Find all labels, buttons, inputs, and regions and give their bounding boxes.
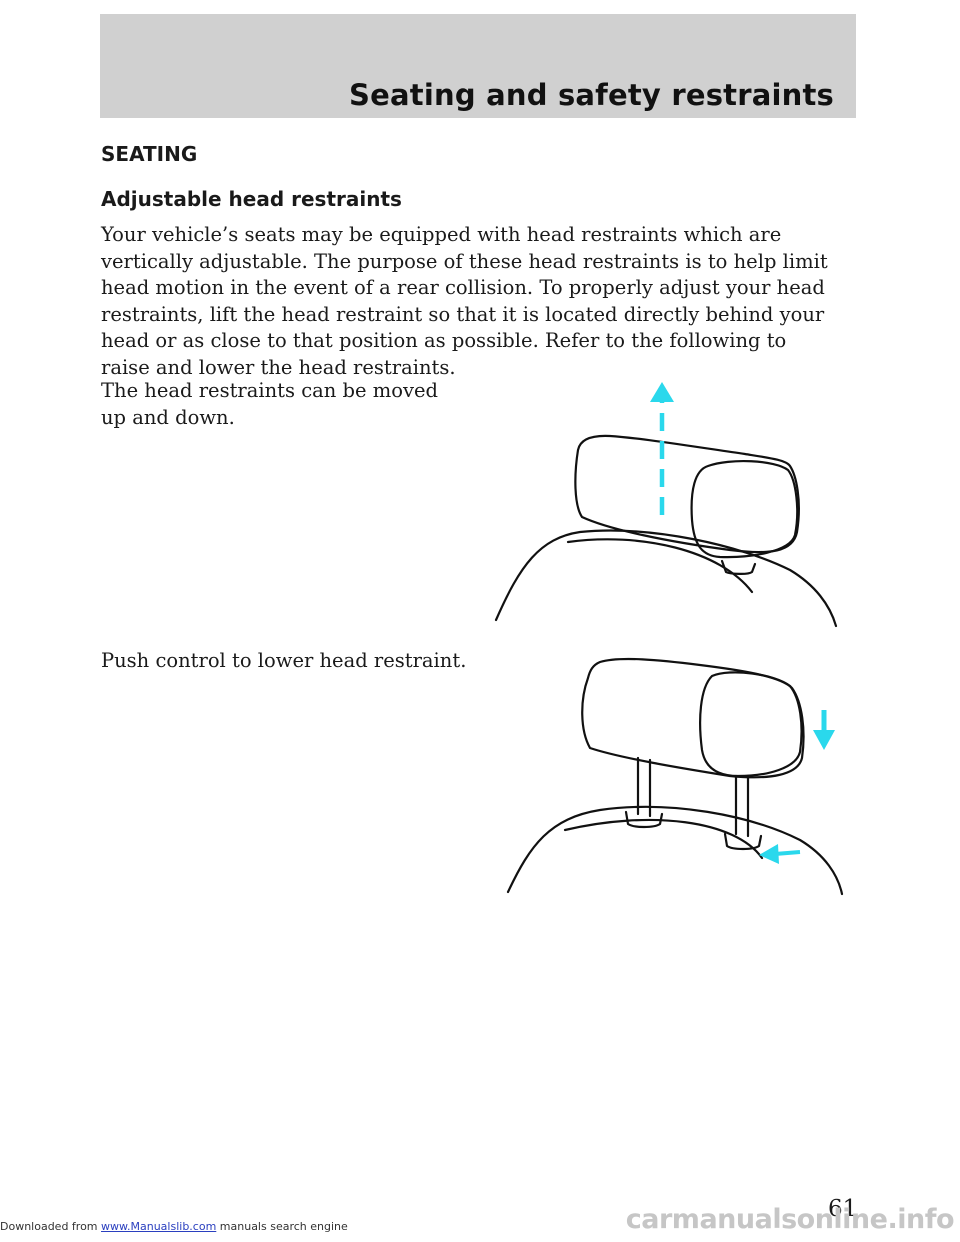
caption-line: The head restraints can be moved	[101, 379, 438, 402]
headrest-side-panel	[699, 671, 803, 778]
footer-suffix: manuals search engine	[216, 1220, 348, 1233]
download-footer: Downloaded from www.Manualslib.com manua…	[0, 1220, 348, 1233]
paragraph-line: raise and lower the head restraints.	[101, 355, 456, 379]
paragraph-line: Your vehicle’s seats may be equipped wit…	[101, 223, 782, 246]
adjust-button	[720, 559, 757, 575]
seat-back-outline	[494, 529, 838, 628]
post-bezel-left	[624, 810, 664, 829]
footer-prefix: Downloaded from	[0, 1220, 98, 1233]
headrest-post-right	[734, 774, 750, 838]
headrest-outer	[574, 434, 800, 554]
headrest-side-panel	[690, 459, 799, 559]
down-arrow	[813, 710, 835, 750]
headrest-outer	[581, 657, 805, 779]
header-banner: Seating and safety restraints	[100, 14, 856, 118]
head-restraint-raise-illustration	[494, 382, 838, 628]
caption-line: up and down.	[101, 405, 235, 429]
page-number: 61	[828, 1196, 858, 1222]
post-bezel-right	[723, 832, 763, 851]
body-paragraph: Your vehicle’s seats may be equipped wit…	[101, 222, 861, 381]
paragraph-line: head or as close to that position as pos…	[101, 329, 787, 352]
figure-2-caption: Push control to lower head restraint.	[101, 649, 467, 672]
seat-back-seam	[563, 818, 764, 860]
paragraph-line: head motion in the event of a rear colli…	[101, 276, 825, 299]
up-arrow	[650, 382, 674, 515]
figure-1-caption: The head restraints can be moved up and …	[101, 378, 438, 431]
paragraph-line: vertically adjustable. The purpose of th…	[101, 249, 828, 273]
control-pointer-arrow	[759, 844, 801, 864]
page-title: Seating and safety restraints	[349, 78, 834, 112]
watermark: carmanualsonline.info	[625, 1204, 955, 1235]
seat-back-seam	[566, 538, 754, 594]
headrest-post-left	[636, 756, 652, 818]
manualslib-link[interactable]: www.Manualslib.com	[101, 1220, 217, 1233]
subsection-heading: Adjustable head restraints	[101, 187, 402, 211]
head-restraint-lower-illustration	[506, 657, 844, 896]
seat-back-outline	[506, 805, 844, 896]
paragraph-line: restraints, lift the head restraint so t…	[101, 302, 825, 326]
section-heading: SEATING	[101, 142, 198, 166]
